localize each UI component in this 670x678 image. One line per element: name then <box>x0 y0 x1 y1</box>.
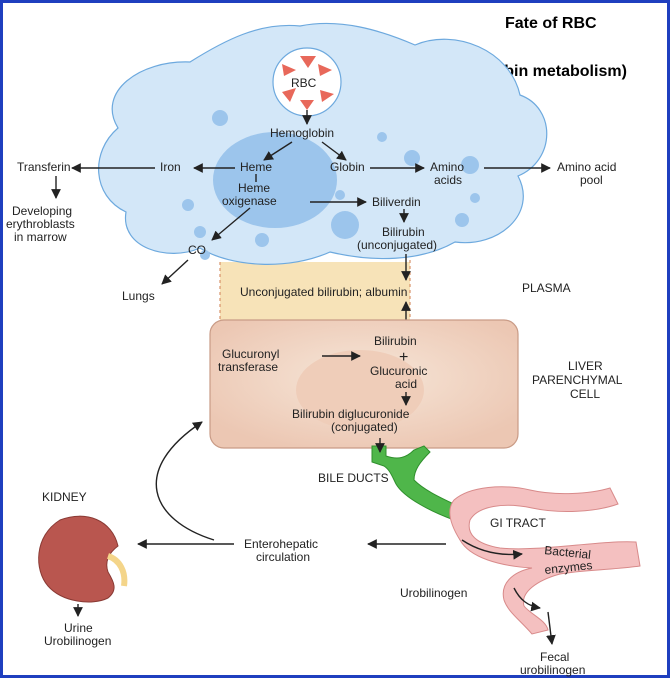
globin-label: Globin <box>330 160 365 174</box>
gi-bacterial-arrow <box>461 539 523 560</box>
developing-label-2: erythroblasts <box>6 217 75 231</box>
liver-nucleus <box>296 350 424 430</box>
amino-acids-label-2: acids <box>434 173 462 187</box>
bilirubin-unconj-label-1: Bilirubin <box>382 225 425 239</box>
slide-title: Fate of RBC <box>505 15 597 32</box>
enterohepatic-label-1: Enterohepatic <box>244 537 318 551</box>
lungs-label: Lungs <box>122 289 155 303</box>
bilirubin-unconj-label-2: (unconjugated) <box>357 238 437 252</box>
macrophage-arrows <box>51 110 551 285</box>
macrophage-nucleus <box>213 132 337 228</box>
macrophage-vesicles <box>182 110 480 260</box>
urine-urobilinogen-label-2: Urobilinogen <box>44 634 111 648</box>
bile-duct <box>371 445 463 521</box>
macrophage-cell <box>98 22 548 265</box>
biliverdin-label: Biliverdin <box>372 195 421 209</box>
liver-label-2: PARENCHYMAL <box>532 373 623 387</box>
fecal-arrow <box>546 611 556 645</box>
developing-label-3: in marrow <box>14 230 67 244</box>
urobilinogen-label: Urobilinogen <box>400 586 467 600</box>
transferrin-label: Transferin <box>17 160 71 174</box>
urobilinogen-arrow <box>513 587 541 612</box>
enzymes-label: enzymes <box>544 558 593 577</box>
enterohepatic-label-2: circulation <box>256 550 310 564</box>
gi-tract <box>449 486 641 635</box>
plasma-band <box>220 262 410 322</box>
bacterial-label: Bacterial <box>544 543 592 562</box>
developing-label-1: Developing <box>12 204 72 218</box>
urine-urobilinogen-label-1: Urine <box>64 621 93 635</box>
enterohepatic-to-liver-arrow <box>155 421 215 541</box>
kidney-shape <box>38 515 119 603</box>
glucuronyl-transferase-label-2: transferase <box>218 360 278 374</box>
kidney-label: KIDNEY <box>42 490 87 504</box>
fecal-urobilinogen-label-1: Fecal <box>540 650 569 664</box>
co-label: CO <box>188 243 206 257</box>
liver-bilirubin-label: Bilirubin <box>374 334 417 348</box>
amino-acid-pool-label-2: pool <box>580 173 603 187</box>
plasma-content: Unconjugated bilirubin; albumin <box>240 285 407 299</box>
fecal-urobilinogen-label-2: urobilinogen <box>520 663 585 677</box>
rbc-label: RBC <box>291 76 317 90</box>
amino-acids-label-1: Amino <box>430 160 464 174</box>
rbc-fragments <box>282 56 334 110</box>
plasma-label: PLASMA <box>522 281 571 295</box>
bile-ducts-label: BILE DUCTS <box>318 471 389 485</box>
heme-label: Heme <box>240 160 272 174</box>
heme-oxygenase-label-2: oxigenase <box>222 194 277 208</box>
liver-label-3: CELL <box>570 387 600 401</box>
gi-tract-label: GI TRACT <box>490 516 546 530</box>
glucuronic-acid-label-1: Glucuronic <box>370 364 427 378</box>
glucuronyl-transferase-label-1: Glucuronyl <box>222 347 279 361</box>
heme-oxygenase-label-1: Heme <box>238 181 270 195</box>
glucuronic-acid-label-2: acid <box>395 377 417 391</box>
liver-plus-sign: + <box>399 349 408 366</box>
liver-label-1: LIVER <box>568 359 603 373</box>
iron-label: Iron <box>160 160 181 174</box>
ureter <box>106 553 128 587</box>
hemoglobin-label: Hemoglobin <box>270 126 334 140</box>
bilirubin-diglucuronide-label-2: (conjugated) <box>331 420 398 434</box>
bilirubin-diglucuronide-label-1: Bilirubin diglucuronide <box>292 407 410 421</box>
amino-acid-pool-label-1: Amino acid <box>557 160 616 174</box>
